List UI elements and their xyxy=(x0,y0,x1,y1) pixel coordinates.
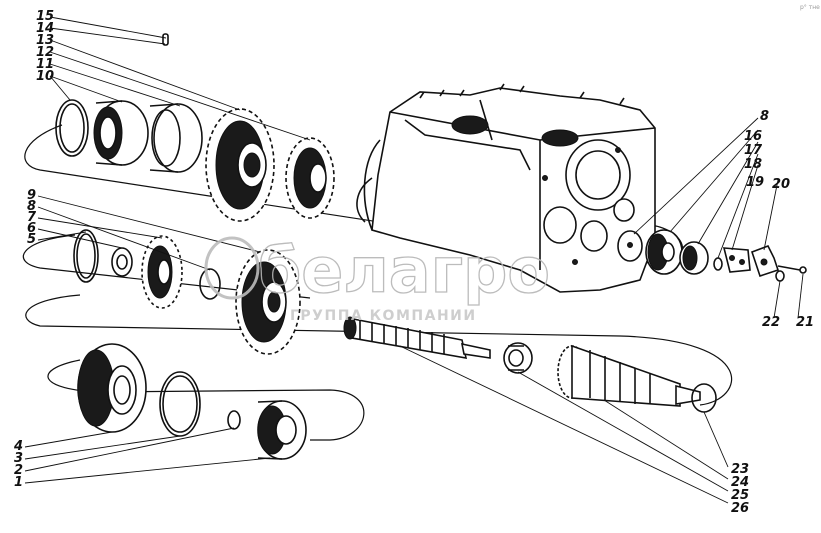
label-8: 8 xyxy=(27,199,36,214)
part-ring-3 xyxy=(159,371,201,437)
part-ring-8 xyxy=(199,268,221,300)
part-pin-15 xyxy=(162,33,169,46)
watermark-brand: белагро xyxy=(258,234,550,307)
label-25: 25 xyxy=(731,488,749,503)
label-21: 21 xyxy=(796,315,814,330)
part-seal-8b xyxy=(617,230,643,262)
label-12: 12 xyxy=(36,45,54,60)
part-snap-ring-5 xyxy=(73,229,99,283)
label-11: 11 xyxy=(36,57,54,72)
part-bearing-1 xyxy=(257,400,307,460)
label-23: 23 xyxy=(731,462,749,477)
gearbox-housing xyxy=(356,83,656,293)
part-clutch-hub-4 xyxy=(77,343,147,433)
watermark: белагро ГРУППА КОМПАНИИ xyxy=(204,233,551,324)
label-18: 18 xyxy=(744,157,762,172)
part-gear-9 xyxy=(235,249,301,355)
part-bearing-16 xyxy=(645,229,683,275)
watermark-tagline: ГРУППА КОМПАНИИ xyxy=(290,308,477,324)
label-2: 2 xyxy=(14,463,23,478)
label-15: 15 xyxy=(36,9,54,24)
label-19: 19 xyxy=(746,175,764,190)
label-13: 13 xyxy=(36,33,54,48)
part-lever-20 xyxy=(750,244,780,278)
label-17: 17 xyxy=(744,143,763,158)
part-ring-18 xyxy=(713,257,723,271)
label-14: 14 xyxy=(36,21,54,36)
label-9: 9 xyxy=(27,188,36,203)
label-5: 5 xyxy=(27,232,36,247)
part-bracket-19 xyxy=(722,247,751,273)
label-7: 7 xyxy=(27,210,37,225)
part-bushing-17 xyxy=(679,241,709,275)
label-4: 4 xyxy=(13,439,23,454)
callout-labels: 15 14 13 12 11 10 9 8 7 6 5 4 3 2 1 8 16… xyxy=(13,9,814,516)
label-6: 6 xyxy=(27,221,36,236)
part-snap-ring-10 xyxy=(55,99,89,157)
label-3: 3 xyxy=(14,451,23,466)
part-gear-13 xyxy=(205,108,275,222)
label-26: 26 xyxy=(731,501,749,516)
part-washer-22 xyxy=(775,270,785,282)
part-bushing-12 xyxy=(149,103,203,173)
part-washer-6 xyxy=(111,247,133,277)
leader-lines xyxy=(24,16,804,504)
label-22: 22 xyxy=(762,315,780,330)
part-shaft-26 xyxy=(343,316,491,359)
part-ring-2 xyxy=(227,410,241,430)
part-shaft-24 xyxy=(557,344,701,407)
label-20: 20 xyxy=(772,177,790,192)
label-8-right: 8 xyxy=(760,109,769,124)
part-bolt-21 xyxy=(777,265,807,274)
label-16: 16 xyxy=(744,129,762,144)
part-gear-14 xyxy=(285,137,335,219)
part-gear-7 xyxy=(141,235,183,309)
label-24: 24 xyxy=(731,475,749,490)
label-10: 10 xyxy=(36,69,54,84)
part-needle-bearing-25 xyxy=(503,342,533,374)
corner-stamp: p° тне xyxy=(800,4,820,11)
part-bearing-11 xyxy=(93,100,149,166)
label-1: 1 xyxy=(14,475,23,490)
